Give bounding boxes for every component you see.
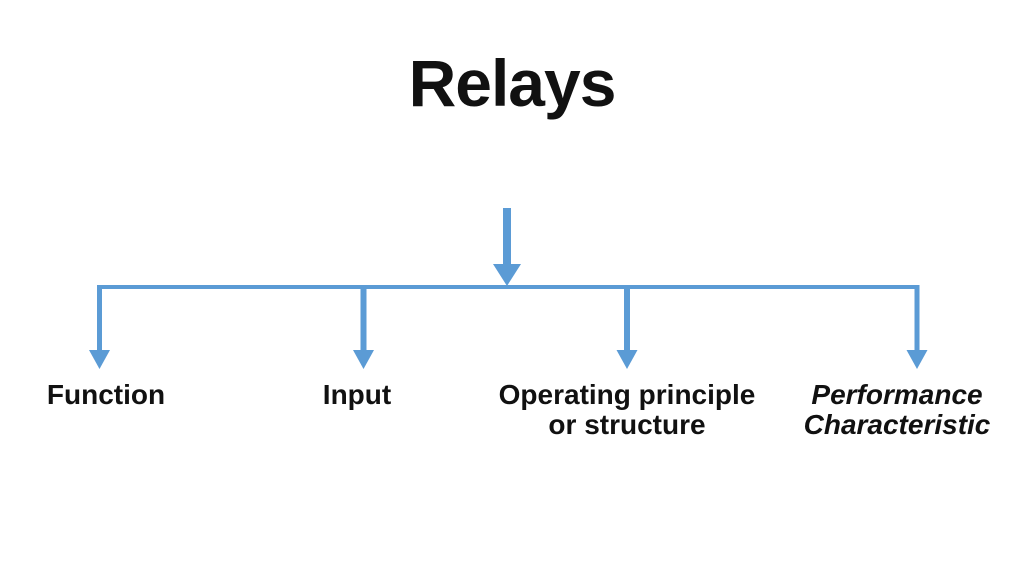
slide-title: Relays <box>408 46 617 120</box>
branch-label-operating-principle: Operating principle or structure <box>499 380 756 440</box>
branch-arrow-operating-principle <box>616 287 638 369</box>
branch-label-line: Input <box>322 379 392 410</box>
branch-label-line: or structure <box>548 408 706 440</box>
branch-arrow-performance <box>906 285 928 369</box>
branch-arrow-input <box>353 287 374 369</box>
root-down-arrow <box>493 208 521 286</box>
down-arrowhead-icon <box>89 350 110 369</box>
branch-label-line: Performance <box>811 379 983 410</box>
down-arrowhead-icon <box>353 350 374 369</box>
branch-label-line: Characteristic <box>803 408 991 440</box>
branch-label-performance-characteristic: Performance Characteristic <box>804 380 991 440</box>
branch-arrow-function <box>89 285 110 369</box>
down-arrowhead-icon <box>493 264 521 286</box>
branch-label-function: Function <box>47 380 165 410</box>
branch-label-input: Input <box>323 380 391 410</box>
branch-label-line: Function <box>46 379 166 410</box>
down-arrowhead-icon <box>906 350 928 369</box>
branch-label-line: Operating principle <box>498 379 756 410</box>
down-arrowhead-icon <box>616 350 638 369</box>
